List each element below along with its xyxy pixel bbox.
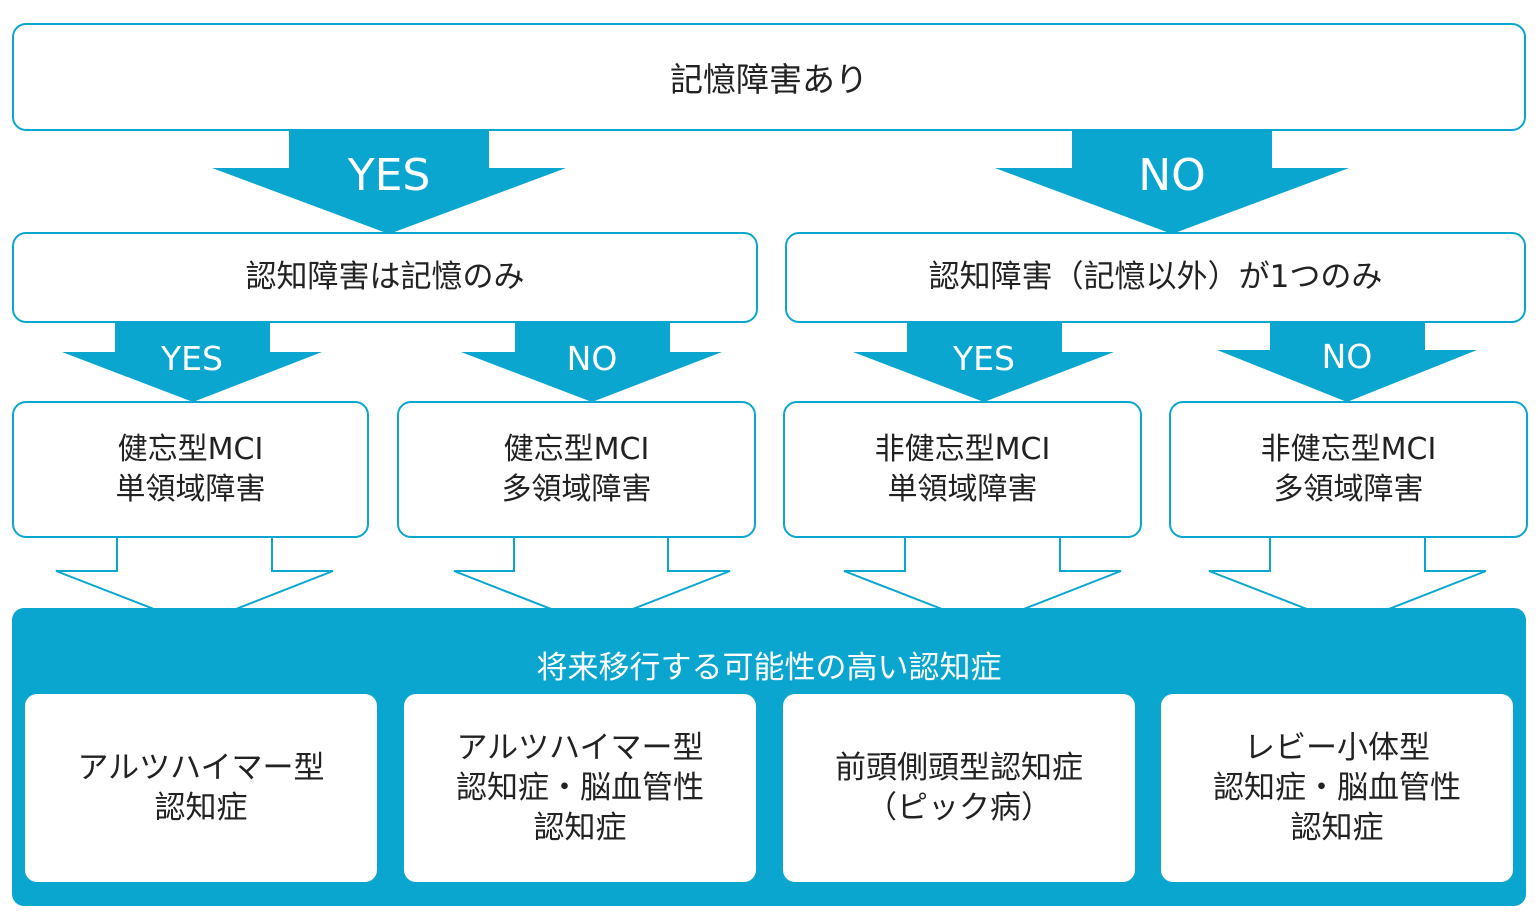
mci-box-3: 非健忘型MCI 単領域障害 bbox=[783, 401, 1142, 538]
memory-impairment-label: 記憶障害あり bbox=[670, 60, 868, 99]
hollow-arrow-2 bbox=[453, 536, 731, 627]
mci-box-4-line1: 非健忘型MCI bbox=[1260, 431, 1437, 467]
single-non-memory-label: 認知障害（記憶以外）が1つのみ bbox=[928, 259, 1383, 295]
mci-box-4-line2: 多領域障害 bbox=[1273, 471, 1424, 507]
left-yes-label: YES bbox=[161, 339, 223, 378]
mci-box-2: 健忘型MCI 多領域障害 bbox=[397, 401, 756, 538]
outcome-1-line2: 認知症 bbox=[154, 790, 248, 826]
hollow-arrow-4 bbox=[1208, 536, 1487, 627]
dementia-outcomes-panel: 将来移行する可能性の高い認知症 アルツハイマー型 認知症 アルツハイマー型 認知… bbox=[12, 608, 1526, 906]
no-arrow-large bbox=[995, 131, 1349, 234]
mci-box-2-line1: 健忘型MCI bbox=[503, 431, 650, 467]
single-non-memory-box: 認知障害（記憶以外）が1つのみ bbox=[785, 232, 1526, 323]
left-no-label: NO bbox=[566, 339, 618, 378]
mci-box-1-line2: 単領域障害 bbox=[115, 471, 266, 507]
outcome-3-line1: 前頭側頭型認知症 bbox=[835, 750, 1083, 786]
no-arrow-right bbox=[1217, 318, 1477, 402]
yes-arrow-large bbox=[212, 131, 566, 234]
outcome-4-line2: 認知症・脳血管性 bbox=[1213, 770, 1461, 806]
no-arrow-left bbox=[461, 322, 722, 402]
outcome-card-4: レビー小体型 認知症・脳血管性 認知症 bbox=[1161, 694, 1513, 882]
outcome-4-line3: 認知症 bbox=[1290, 810, 1384, 846]
outcome-1-line1: アルツハイマー型 bbox=[77, 750, 325, 786]
top-no-label: NO bbox=[1138, 150, 1206, 201]
mci-box-4: 非健忘型MCI 多領域障害 bbox=[1169, 401, 1528, 538]
right-yes-label: YES bbox=[953, 339, 1015, 378]
outcome-3-line2: （ピック病） bbox=[866, 790, 1052, 826]
outcome-card-2: アルツハイマー型 認知症・脳血管性 認知症 bbox=[404, 694, 756, 882]
mci-box-1-line1: 健忘型MCI bbox=[117, 431, 264, 467]
memory-impairment-box: 記憶障害あり bbox=[12, 23, 1526, 131]
mci-box-1: 健忘型MCI 単領域障害 bbox=[12, 401, 369, 538]
right-no-label: NO bbox=[1321, 337, 1373, 376]
mci-box-3-line2: 単領域障害 bbox=[887, 471, 1038, 507]
memory-only-label: 認知障害は記憶のみ bbox=[245, 259, 525, 295]
yes-arrow-left bbox=[62, 322, 322, 402]
hollow-arrow-1 bbox=[55, 536, 334, 627]
hollow-arrow-3 bbox=[843, 536, 1122, 627]
top-yes-label: YES bbox=[347, 150, 431, 201]
outcome-2-line3: 認知症 bbox=[533, 810, 627, 846]
mci-box-2-line2: 多領域障害 bbox=[501, 471, 652, 507]
outcome-2-line1: アルツハイマー型 bbox=[456, 730, 704, 766]
outcome-4-line1: レビー小体型 bbox=[1244, 730, 1430, 766]
panel-title: 将来移行する可能性の高い認知症 bbox=[536, 650, 1002, 686]
mci-box-3-line1: 非健忘型MCI bbox=[874, 431, 1051, 467]
outcome-2-line2: 認知症・脳血管性 bbox=[456, 770, 704, 806]
memory-only-box: 認知障害は記憶のみ bbox=[12, 232, 758, 323]
outcome-card-1: アルツハイマー型 認知症 bbox=[25, 694, 377, 882]
outcome-card-3: 前頭側頭型認知症 （ピック病） bbox=[783, 694, 1135, 882]
yes-arrow-right bbox=[853, 322, 1114, 402]
